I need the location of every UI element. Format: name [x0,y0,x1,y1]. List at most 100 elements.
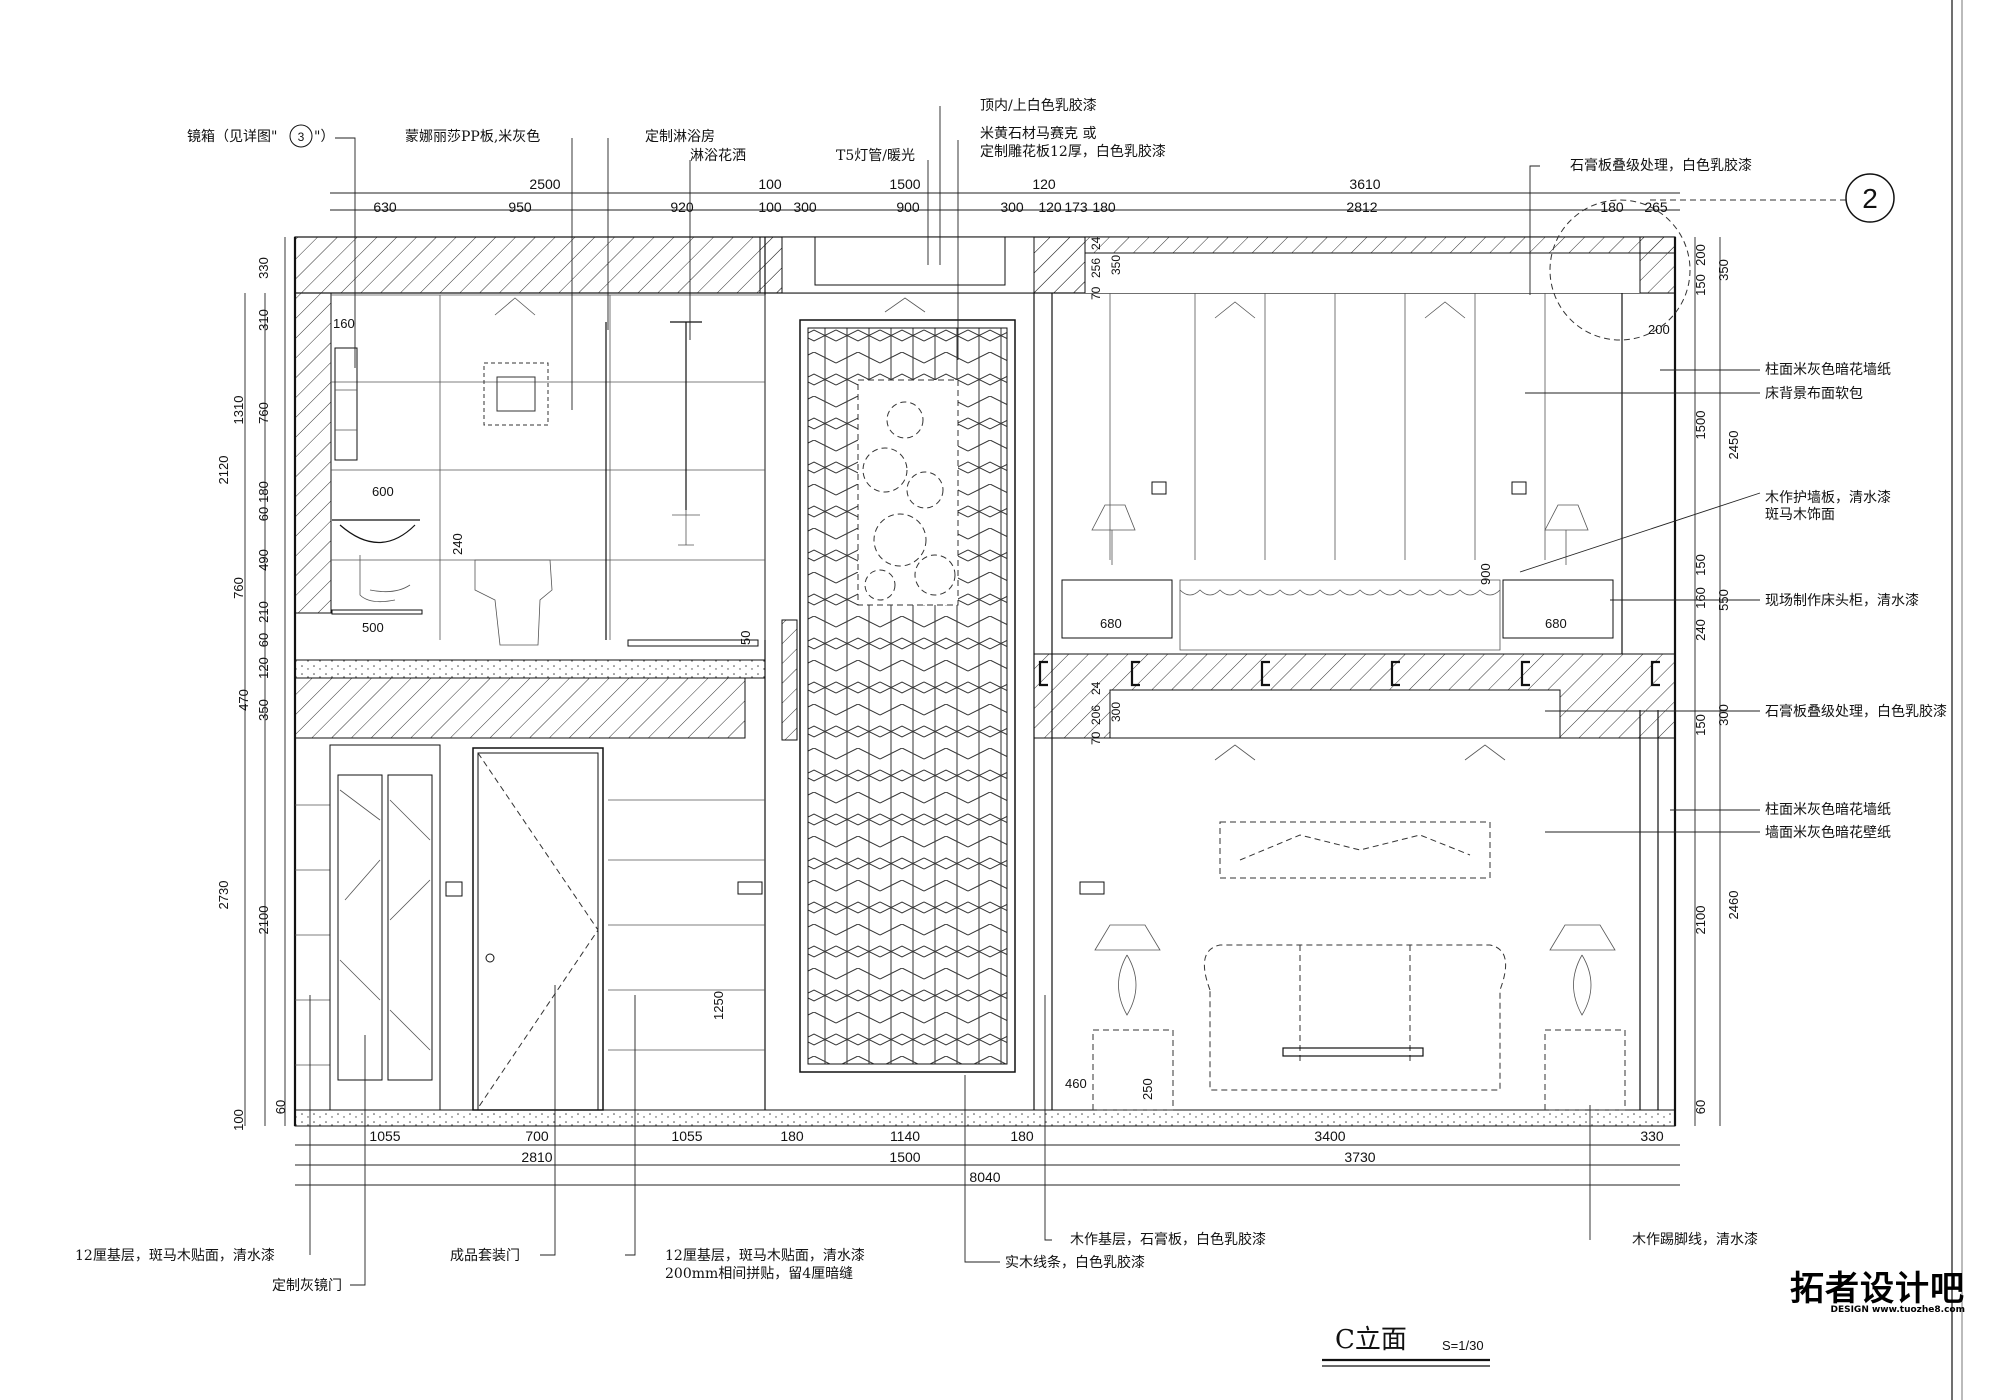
mirror-box-ref-circle [289,124,313,148]
dim-int-13: 680 [1545,616,1567,631]
label-wood-base: 木作基层，石膏板，白色乳胶漆 [1070,1231,1266,1248]
bedroom-elevation [1038,199,1691,687]
dim-right-6: 150 [1693,274,1708,296]
label-mirror-box: 镜箱（见详图" [187,129,277,145]
label-mirror-box-ref: 3 [298,130,305,144]
bedside-table-left [1061,579,1173,639]
dim-left-outer-2: 2730 [216,881,231,910]
label-mosaic-1: 米黄石材马赛克 或 [980,125,1096,142]
drawing-scale: S=1/30 [1442,1338,1484,1353]
set-door [472,747,604,1111]
carved-screen-panel [799,297,1016,1073]
detail-marker-circle [1845,173,1895,223]
dim-left-in-11: 350 [256,699,271,721]
dim-int-2: 600 [372,484,394,499]
wash-basin [332,519,420,544]
dim-left-mid-2: 760 [231,577,246,599]
dim-right-9: 240 [1693,619,1708,641]
toilet [474,559,553,646]
dim-top-4: 120 [1032,176,1056,192]
bedside-table-right [1502,579,1614,639]
dim-left-in-3: 760 [256,402,271,424]
label-door-set: 成品套装门 [450,1248,520,1264]
label-pp-panel: 蒙娜丽莎PP板,米灰色 [405,128,540,145]
dim-right-8: 160 [1693,587,1708,609]
floor-lamp-right [1549,924,1616,1016]
dimension-lines [244,192,1721,1186]
wall-art [1219,821,1491,879]
lower-left-elevation [295,744,765,1111]
dim-left-mid-3: 100 [231,1109,246,1131]
detail-callout-circle [1549,199,1691,341]
dim-int-17: 300 [1109,702,1123,722]
dim-right-3: 1500 [1693,411,1708,440]
dim-bot-3: 1055 [671,1128,702,1144]
dim-top2-2: 950 [508,199,532,215]
dim-left-in-6: 490 [256,549,271,571]
dim-left-in-13: 60 [273,1100,288,1114]
label-wood-panel-1: 木作护墙板，清水漆 [1765,490,1891,506]
dim-right-11: 300 [1716,704,1731,726]
dim-int-4: 500 [362,620,384,635]
table-lamp-left [1091,504,1136,565]
dim-right-7: 150 [1693,554,1708,576]
dim-left-in-8: 60 [256,633,271,647]
dim-int-8: 24 [1089,236,1103,250]
bathroom-elevation [331,294,766,647]
dim-left-in-2: 310 [256,309,271,331]
label-ceiling-paint: 顶内/上白色乳胶漆 [980,97,1097,114]
wall-picture [483,362,549,426]
dim-top2-1: 630 [373,199,397,215]
dim-left-mid-1: 1310 [231,396,246,425]
dim-left-outer-1: 2120 [216,456,231,485]
dim-top2-4: 100 [758,199,782,215]
bed [1179,579,1501,651]
dim-int-5: 50 [738,631,753,645]
label-wood-panel-2: 斑马木饰面 [1765,507,1835,523]
lower-right-elevation [1079,710,1659,1111]
structure-frame [293,236,1677,1127]
dim-bot-7: 3400 [1314,1128,1345,1144]
dim-int-18: 1250 [711,991,726,1020]
dim-int-1: 160 [333,316,355,331]
label-gray-mirror-door: 定制灰镜门 [272,1278,342,1294]
dim-left-in-1: 330 [256,257,271,279]
drawing-title: C立面 [1335,1325,1407,1355]
dim-bot-6: 180 [1010,1128,1034,1144]
dim-int-10: 200 [1648,322,1670,337]
detail-marker-number: 2 [1862,183,1878,214]
dim-left-in-4: 180 [256,481,271,503]
dim-bot2-3: 3730 [1344,1149,1375,1165]
dim-left-in-5: 60 [256,507,271,521]
dim-int-9: 350 [1109,255,1123,275]
label-base-layer-2a: 12厘基层，斑马木贴面，清水漆 [665,1247,865,1264]
dim-top2-3: 920 [670,199,694,215]
dim-int-19: 460 [1065,1076,1087,1091]
dim-top2-5: 300 [793,199,817,215]
label-bed-back: 床背景布面软包 [1765,386,1863,402]
dim-top2-13: 265 [1644,199,1668,215]
label-mirror-box-end: "） [314,129,334,145]
dim-right-2: 2460 [1726,891,1741,920]
floor-lamp-left [1094,924,1161,1016]
label-base-layer-2b: 200mm相间拼贴，留4厘暗缝 [665,1266,853,1282]
dim-bot-5: 1140 [890,1128,920,1144]
dim-top2-10: 180 [1092,199,1116,215]
leader-lines [309,106,1850,1286]
label-wall-wallpaper: 墙面米灰色暗花壁纸 [1765,824,1891,841]
dim-bot-2: 700 [525,1128,549,1144]
dim-right-14: 60 [1693,1100,1708,1114]
dim-top-3: 1500 [889,176,920,192]
sofa [1203,944,1507,1091]
dim-top2-12: 180 [1600,199,1624,215]
label-bedside: 现场制作床头柜，清水漆 [1765,593,1919,609]
dim-top-2: 100 [758,176,782,192]
dim-left-in-7: 210 [256,601,271,623]
watermark-logo: 拓者设计吧 DESIGN www.tuozhe8.com [1790,1272,1965,1315]
dim-top-1: 2500 [529,176,560,192]
dim-top-5: 3610 [1349,176,1380,192]
dim-int-6: 256 [1089,258,1103,278]
dim-top2-7: 300 [1000,199,1024,215]
dim-bot2-1: 2810 [521,1149,552,1165]
